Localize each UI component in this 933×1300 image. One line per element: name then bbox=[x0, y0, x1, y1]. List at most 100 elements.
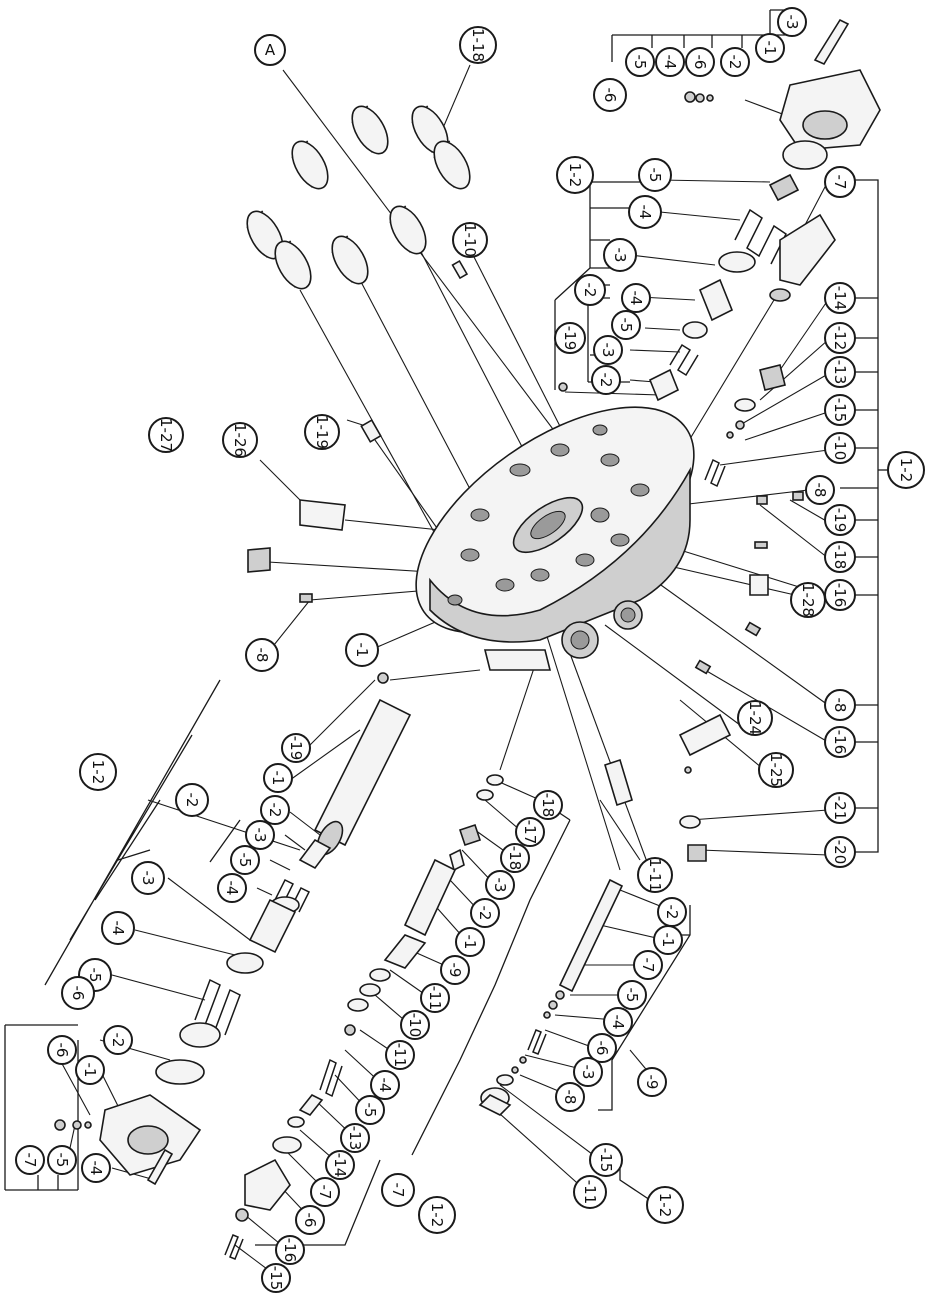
svg-text:-5: -5 bbox=[361, 1103, 379, 1118]
callout-r-14: -14 bbox=[824, 282, 856, 314]
svg-text:-3: -3 bbox=[783, 15, 801, 30]
svg-text:1-2: 1-2 bbox=[656, 1193, 674, 1218]
callout-r-10: -10 bbox=[824, 432, 856, 464]
svg-text:1-2: 1-2 bbox=[897, 458, 915, 483]
callout-r-19: -19 bbox=[824, 504, 856, 536]
callout-tm-3b: -3 bbox=[593, 335, 623, 365]
callout-bl-7: -7 bbox=[15, 1145, 45, 1175]
svg-text:-18: -18 bbox=[539, 793, 557, 818]
callout-l-4: -4 bbox=[217, 873, 247, 903]
svg-text:-7: -7 bbox=[389, 1183, 407, 1198]
callout-tr-4: -4 bbox=[655, 47, 685, 77]
svg-text:-2: -2 bbox=[183, 793, 201, 808]
svg-text:-6: -6 bbox=[69, 986, 87, 1001]
svg-text:1-27: 1-27 bbox=[157, 418, 175, 452]
svg-text:-7: -7 bbox=[316, 1185, 334, 1200]
callout-tr-1: -1 bbox=[755, 33, 785, 63]
svg-text:1-28: 1-28 bbox=[799, 583, 817, 617]
svg-text:-12: -12 bbox=[831, 326, 849, 351]
svg-text:-15: -15 bbox=[267, 1266, 285, 1291]
svg-text:-6: -6 bbox=[593, 1041, 611, 1056]
svg-text:-6: -6 bbox=[601, 88, 619, 103]
svg-text:1-2: 1-2 bbox=[89, 760, 107, 785]
svg-text:-4: -4 bbox=[609, 1015, 627, 1030]
callout-r-21: -21 bbox=[824, 792, 856, 824]
svg-text:-19: -19 bbox=[831, 508, 849, 533]
callout-m-6: -6 bbox=[295, 1205, 325, 1235]
callout-l-3: -3 bbox=[245, 820, 275, 850]
svg-text:-1: -1 bbox=[353, 643, 371, 658]
svg-text:-1: -1 bbox=[269, 771, 287, 786]
callout-br-8: -8 bbox=[555, 1082, 585, 1112]
svg-text:-5: -5 bbox=[646, 168, 664, 183]
svg-text:-16: -16 bbox=[831, 730, 849, 755]
callout-1-25: 1-25 bbox=[758, 752, 794, 788]
svg-text:-18: -18 bbox=[506, 846, 524, 871]
callout-r-15: -15 bbox=[824, 394, 856, 426]
callout-8-left: -8 bbox=[245, 638, 279, 672]
callout-br-1: -1 bbox=[653, 925, 683, 955]
callout-labels: A 1-18 1-10 1-19 1-26 1-27 -8 -1 -3 -1 -… bbox=[15, 7, 925, 1293]
svg-text:-5: -5 bbox=[631, 55, 649, 70]
callout-1-10: 1-10 bbox=[452, 222, 488, 258]
callout-tm-2: -2 bbox=[574, 274, 606, 306]
svg-text:1-26: 1-26 bbox=[231, 423, 249, 457]
svg-text:-4: -4 bbox=[661, 55, 679, 70]
callout-m-17: -17 bbox=[515, 817, 545, 847]
svg-text:-1: -1 bbox=[761, 41, 779, 56]
upper-right-parts bbox=[247, 18, 881, 862]
callout-1-2-br: 1-2 bbox=[646, 1186, 684, 1224]
callout-m-16: -16 bbox=[275, 1235, 305, 1265]
svg-text:-18: -18 bbox=[831, 545, 849, 570]
svg-text:-2: -2 bbox=[726, 55, 744, 70]
callout-br-11: -11 bbox=[573, 1175, 607, 1209]
callout-br-5: -5 bbox=[617, 980, 647, 1010]
callout-m-7b: -7 bbox=[381, 1173, 415, 1207]
callout-r-13: -13 bbox=[824, 356, 856, 388]
svg-text:-5: -5 bbox=[86, 968, 104, 983]
callout-m-10: -10 bbox=[400, 1010, 430, 1040]
svg-text:-11: -11 bbox=[581, 1180, 599, 1205]
callout-m-11b: -11 bbox=[385, 1040, 415, 1070]
svg-text:-3: -3 bbox=[491, 878, 509, 893]
svg-text:-10: -10 bbox=[831, 436, 849, 461]
svg-text:-6: -6 bbox=[691, 55, 709, 70]
callout-A: A bbox=[254, 34, 286, 66]
callout-r-12: -12 bbox=[824, 322, 856, 354]
svg-text:1-2: 1-2 bbox=[566, 163, 584, 188]
svg-text:A: A bbox=[265, 41, 276, 59]
svg-text:-20: -20 bbox=[831, 840, 849, 865]
svg-text:-4: -4 bbox=[376, 1078, 394, 1093]
svg-text:-4: -4 bbox=[223, 881, 241, 896]
callout-1: -1 bbox=[345, 633, 379, 667]
callout-tr-6: -6 bbox=[593, 78, 627, 112]
callout-m-9: -9 bbox=[440, 955, 470, 985]
callout-bl-1: -1 bbox=[75, 1055, 105, 1085]
callout-l-5b: -5 bbox=[78, 958, 112, 992]
svg-text:-3: -3 bbox=[139, 871, 157, 886]
callout-m-4: -4 bbox=[370, 1070, 400, 1100]
svg-text:-4: -4 bbox=[109, 921, 127, 936]
svg-text:-9: -9 bbox=[446, 963, 464, 978]
left-spool-assembly bbox=[54, 672, 412, 1186]
callout-bl-4: -4 bbox=[81, 1153, 111, 1183]
svg-text:1-10: 1-10 bbox=[461, 223, 479, 257]
callout-tm-19: -19 bbox=[554, 322, 586, 354]
callout-1-2-left: 1-2 bbox=[79, 753, 117, 791]
svg-text:-1: -1 bbox=[461, 935, 479, 950]
callout-1-2-right: 1-2 bbox=[887, 451, 925, 489]
svg-text:-1: -1 bbox=[659, 933, 677, 948]
callout-m-18b: -18 bbox=[500, 843, 530, 873]
callout-m-7: -7 bbox=[310, 1177, 340, 1207]
svg-text:-2: -2 bbox=[266, 803, 284, 818]
callout-m-13: -13 bbox=[340, 1123, 370, 1153]
callout-tm-3: -3 bbox=[603, 238, 637, 272]
leader-lines bbox=[59, 64, 829, 1276]
callout-l-19: -19 bbox=[281, 733, 311, 763]
callout-br-15: -15 bbox=[589, 1143, 623, 1177]
callout-r-7: -7 bbox=[824, 166, 856, 198]
callout-l-2b: -2 bbox=[175, 783, 209, 817]
callout-bl-5: -5 bbox=[47, 1145, 77, 1175]
svg-text:-16: -16 bbox=[281, 1238, 299, 1263]
svg-text:-2: -2 bbox=[109, 1033, 127, 1048]
